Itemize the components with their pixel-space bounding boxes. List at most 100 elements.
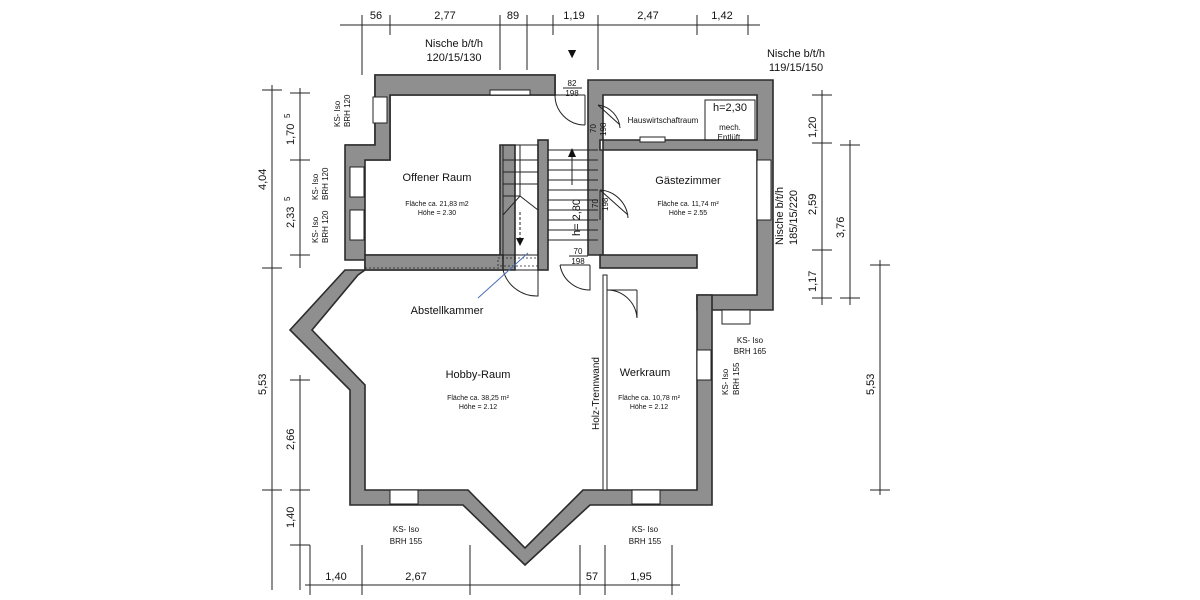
door-swing-6 <box>597 104 621 129</box>
window-label-right1a: KS- Iso <box>737 336 764 345</box>
stair-arrow-up-icon <box>568 148 576 157</box>
door-label-4b: 198 <box>571 257 585 266</box>
walls <box>288 74 774 567</box>
nische-right-side-value: 185/15/220 <box>788 190 800 245</box>
room-werkraum-flaeche: Fläche ca. 10,78 m² <box>618 395 681 402</box>
door-label-2a: 70 <box>589 124 598 133</box>
dim-top-2: 89 <box>507 10 519 22</box>
window-left-2 <box>349 166 365 198</box>
dim-bottom-2: 57 <box>586 571 598 583</box>
window-labels: KS- Iso BRH 120 KS- Iso BRH 120 KS- Iso … <box>311 94 767 546</box>
door-swing-3 <box>502 269 539 297</box>
window-label-right2b: BRH 155 <box>732 362 741 395</box>
dim-bottom-3: 1,95 <box>630 571 651 583</box>
stair-arrow-down-icon <box>516 238 524 246</box>
room-offener-raum-flaeche: Fläche ca. 21,83 m2 <box>405 201 469 208</box>
dim-top-0: 56 <box>370 10 382 22</box>
room-werkraum: Werkraum <box>620 367 671 379</box>
window-bottom-2 <box>631 489 661 505</box>
dim-right-inner-1: 2,59 <box>807 194 819 215</box>
nische-right-side-label: Nische b/t/h <box>774 187 786 245</box>
dim-right-inner-2: 1,17 <box>807 271 819 292</box>
mech-box <box>704 99 756 141</box>
dim-left-outer-1: 5,53 <box>257 374 269 395</box>
window-left-3 <box>349 209 365 241</box>
room-gaestezimmer-flaeche: Fläche ca. 11,74 m² <box>657 201 719 208</box>
room-werkraum-hoehe: Höhe = 2.12 <box>630 404 668 411</box>
marker-down-icon: ▼ <box>565 45 579 61</box>
room-labels: Offener Raum Fläche ca. 21,83 m2 Höhe = … <box>403 102 747 430</box>
niche-labels: Nische b/t/h 120/15/130 ▼ Nische b/t/h 1… <box>425 38 825 245</box>
wall-stair-right <box>537 139 549 271</box>
door-label-1a: 82 <box>568 79 577 88</box>
nische-right-top-value: 119/15/150 <box>769 62 823 74</box>
staircase <box>502 144 598 256</box>
door-label-2b: 198 <box>599 122 608 136</box>
niche-right <box>756 159 772 221</box>
window-label-right1b: BRH 165 <box>734 347 767 356</box>
window-left-1 <box>372 96 388 124</box>
window-label-left1b: BRH 120 <box>343 94 352 127</box>
door-labels: 82 198 70 198 70 198 70 198 <box>563 79 610 266</box>
dimension-text: 56 2,77 89 1,19 2,47 1,42 1,40 2,67 57 1… <box>257 10 877 583</box>
dim-top-1: 2,77 <box>434 10 455 22</box>
dim-left-inner-2: 2,33 <box>285 207 297 228</box>
dim-top-4: 2,47 <box>637 10 658 22</box>
room-offener-raum: Offener Raum <box>403 172 472 184</box>
door-swing-1 <box>554 94 586 126</box>
dim-left-inner-5: 1,40 <box>285 507 297 528</box>
window-label-left2b: BRH 120 <box>321 167 330 200</box>
room-gaestezimmer-hoehe: Höhe = 2.55 <box>669 210 707 217</box>
window-label-bottom1b: BRH 155 <box>390 537 423 546</box>
door-label-1b: 198 <box>565 89 579 98</box>
wall-top-right <box>599 254 698 269</box>
room-hobby-raum-hoehe: Höhe = 2.12 <box>459 404 497 411</box>
holz-trennwand-label: Holz-Trennwand <box>591 357 602 430</box>
window-label-bottom2a: KS- Iso <box>632 525 659 534</box>
window-label-left3a: KS- Iso <box>311 216 320 243</box>
window-label-right2a: KS- Iso <box>721 368 730 395</box>
dim-top-5: 1,42 <box>711 10 732 22</box>
dim-right-inner-0: 1,20 <box>807 117 819 138</box>
dim-left-inner-4: 2,66 <box>285 429 297 450</box>
door-swing-2 <box>599 189 629 220</box>
windows <box>349 96 772 505</box>
label-mech: mech. <box>719 123 741 132</box>
dim-left-inner-1: 5 <box>283 113 292 118</box>
abstellkammer-pointer <box>477 252 529 299</box>
window-label-bottom1a: KS- Iso <box>393 525 420 534</box>
room-gaestezimmer: Gästezimmer <box>655 175 721 187</box>
dim-bottom-0: 1,40 <box>325 571 346 583</box>
dim-left-inner-0: 1,70 <box>285 124 297 145</box>
nische-top-label: Nische b/t/h <box>425 38 483 50</box>
window-right-2 <box>696 349 712 381</box>
room-hobby-raum-flaeche: Fläche ca. 38,25 m² <box>447 395 510 402</box>
dim-left-inner-3: 5 <box>283 196 292 201</box>
hobby-raum-walls <box>288 254 713 567</box>
dim-bottom-1: 2,67 <box>405 571 426 583</box>
dim-left-outer-0: 4,04 <box>257 169 269 190</box>
dim-right-outer-0: 3,76 <box>835 217 847 238</box>
label-entlueft: Entlüft. <box>718 133 743 142</box>
window-label-left2a: KS- Iso <box>311 173 320 200</box>
holz-trennwand-line <box>602 274 608 491</box>
dimension-lines <box>262 15 890 595</box>
door-label-4a: 70 <box>574 247 583 256</box>
room-abstellkammer: Abstellkammer <box>411 305 484 317</box>
window-label-bottom2b: BRH 155 <box>629 537 662 546</box>
room-hauswirtschaftraum: Hauswirtschaftraum <box>628 116 699 125</box>
dim-right-outer-1: 5,53 <box>865 374 877 395</box>
nische-right-top-label: Nische b/t/h <box>767 48 825 60</box>
door-label-3b: 198 <box>601 197 610 211</box>
window-label-left1a: KS- Iso <box>333 100 342 127</box>
gaestezimmer-walls <box>587 79 774 311</box>
nische-top-value: 120/15/130 <box>426 52 481 64</box>
door-swing-4 <box>559 264 591 291</box>
window-right-1 <box>721 309 751 325</box>
doors <box>502 94 638 319</box>
room-hobby-raum: Hobby-Raum <box>446 369 511 381</box>
window-bottom-1 <box>389 489 419 505</box>
dim-top-3: 1,19 <box>563 10 584 22</box>
room-offener-raum-hoehe: Höhe = 2.30 <box>418 210 456 217</box>
